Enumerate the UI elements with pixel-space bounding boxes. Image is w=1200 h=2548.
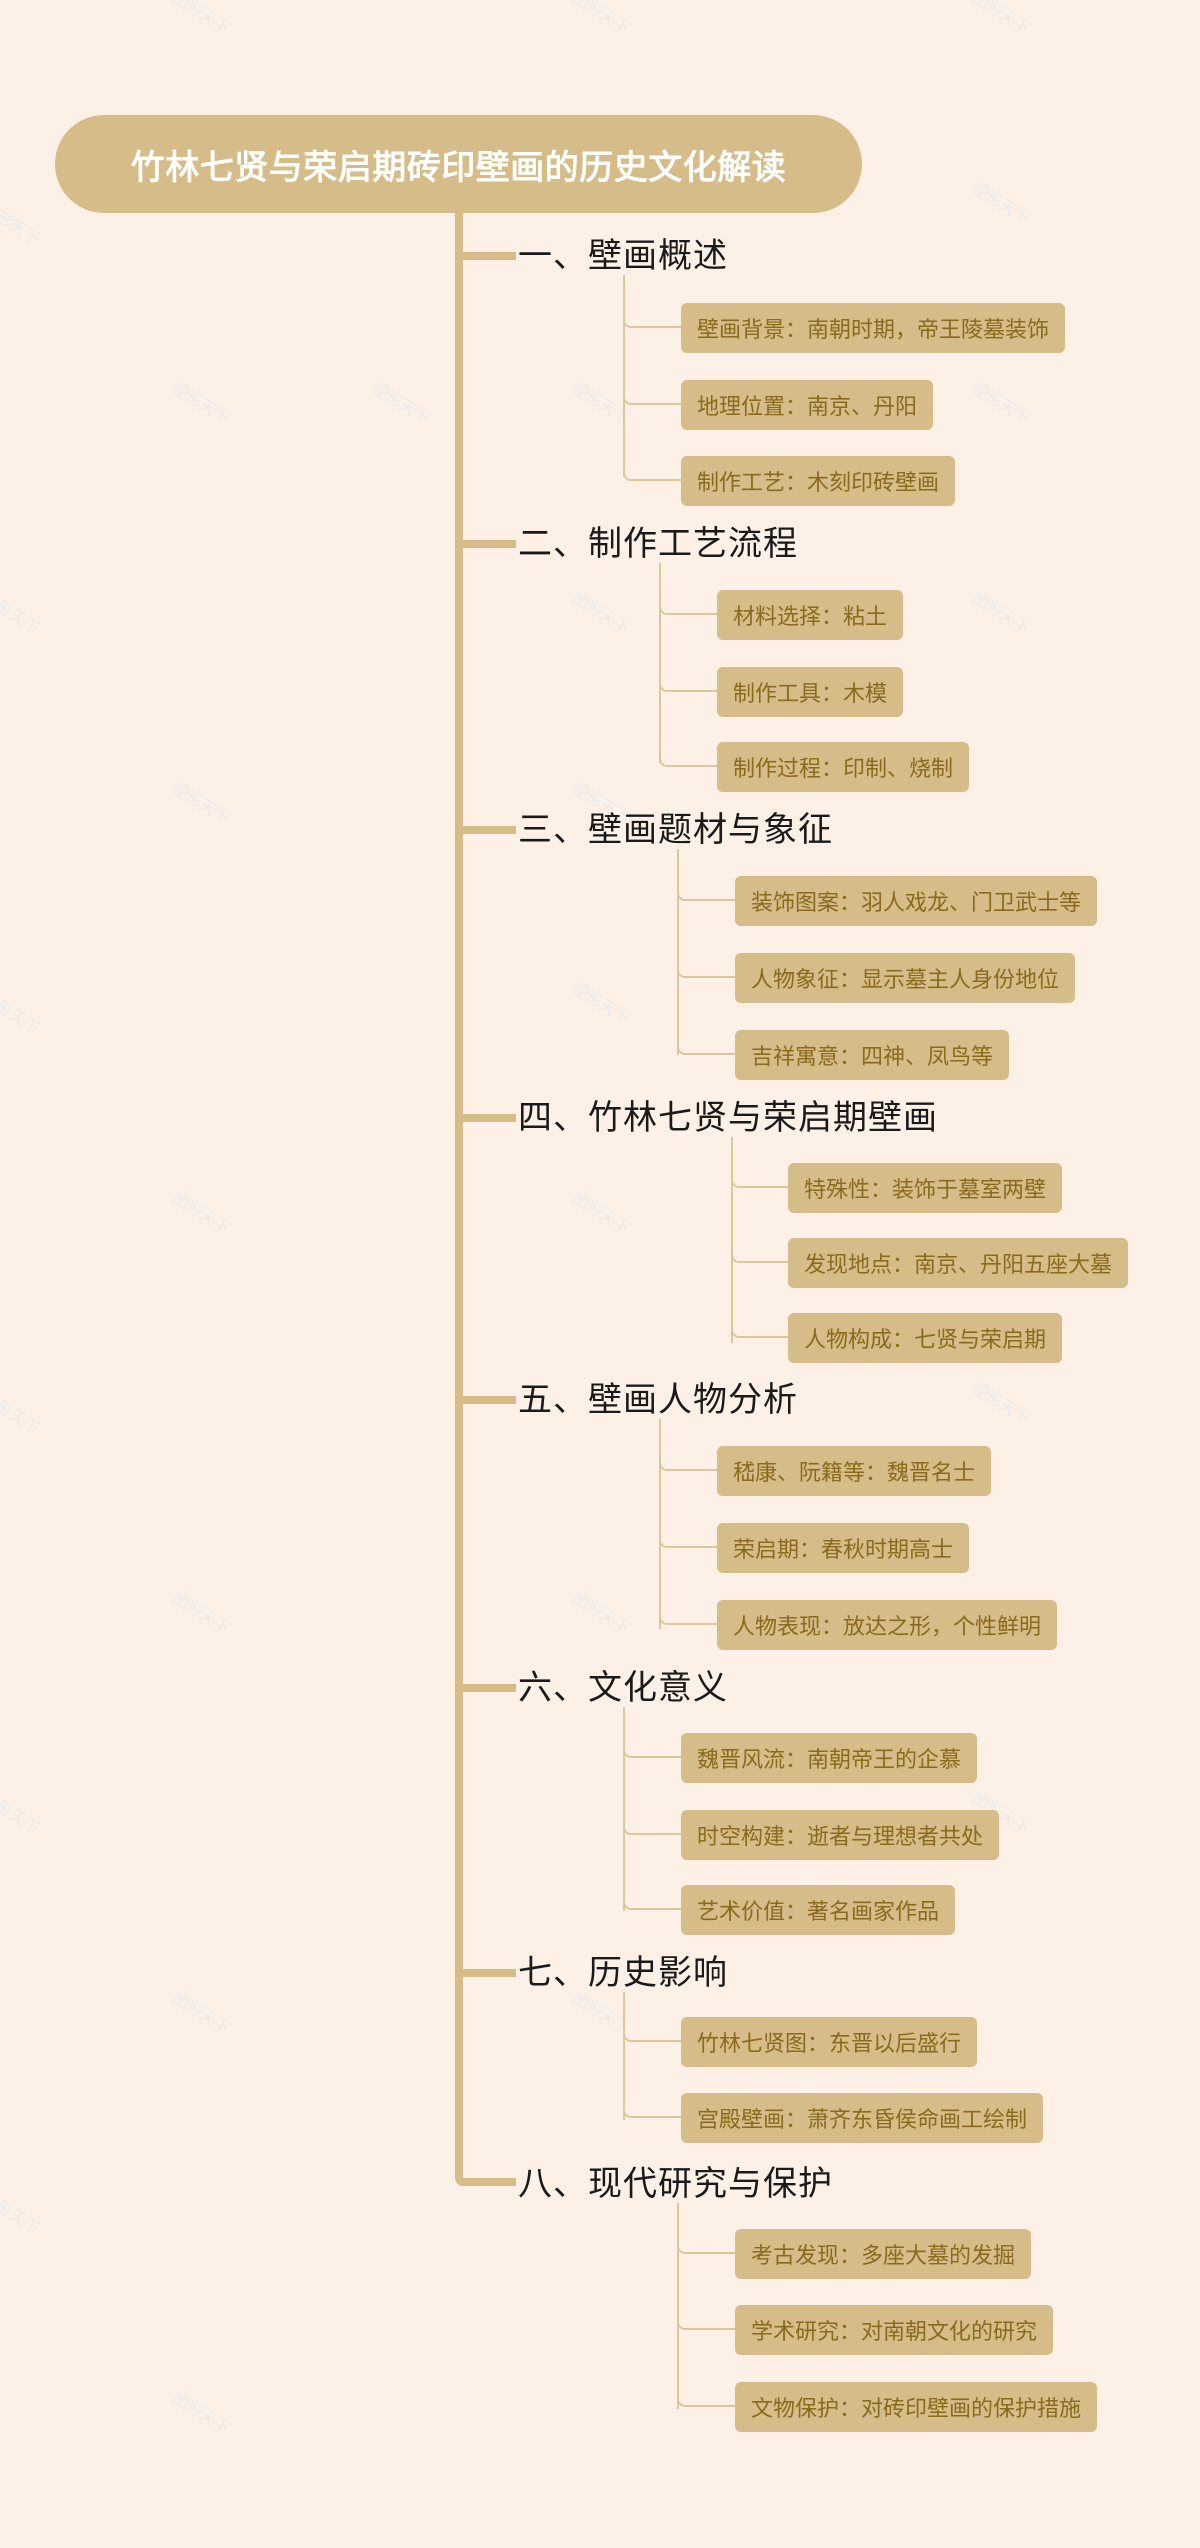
watermark: 图形天下 bbox=[969, 588, 1034, 639]
sub-connector-line bbox=[659, 563, 661, 763]
leaf-item[interactable]: 制作过程：印制、烧制 bbox=[717, 742, 970, 792]
watermark: 图形天下 bbox=[969, 1378, 1034, 1429]
leaf-item[interactable]: 人物表现：放达之形，个性鲜明 bbox=[717, 1600, 1058, 1650]
branch-connector bbox=[455, 1114, 516, 1122]
leaf-connector bbox=[623, 2034, 681, 2042]
branch-connector bbox=[455, 1969, 516, 1977]
leaf-connector bbox=[677, 1047, 735, 1055]
section-heading-4[interactable]: 四、竹林七贤与荣启期壁画 bbox=[518, 1098, 938, 1138]
leaf-item[interactable]: 魏晋风流：南朝帝王的企慕 bbox=[681, 1733, 978, 1783]
leaf-item[interactable]: 考古发现：多座大墓的发掘 bbox=[735, 2229, 1032, 2279]
watermark: 图形天下 bbox=[169, 0, 234, 39]
leaf-connector bbox=[659, 1617, 717, 1625]
leaf-item[interactable]: 地理位置：南京、丹阳 bbox=[681, 380, 934, 430]
branch-connector bbox=[455, 2178, 516, 2186]
leaf-item[interactable]: 特殊性：装饰于墓室两壁 bbox=[788, 1163, 1063, 1213]
leaf-connector bbox=[659, 1540, 717, 1548]
leaf-item[interactable]: 制作工具：木模 bbox=[717, 667, 904, 717]
watermark: 图形天下 bbox=[0, 1388, 44, 1439]
leaf-item[interactable]: 文物保护：对砖印壁画的保护措施 bbox=[735, 2382, 1098, 2432]
watermark: 图形天下 bbox=[569, 1188, 634, 1239]
leaf-connector bbox=[731, 1255, 788, 1263]
branch-connector bbox=[455, 540, 516, 548]
leaf-connector bbox=[623, 1902, 681, 1910]
sub-connector-line bbox=[623, 1707, 625, 1911]
watermark: 图形天下 bbox=[569, 588, 634, 639]
leaf-item[interactable]: 吉祥寓意：四神、凤鸟等 bbox=[735, 1030, 1010, 1080]
leaf-item[interactable]: 学术研究：对南朝文化的研究 bbox=[735, 2305, 1054, 2355]
leaf-item[interactable]: 嵇康、阮籍等：魏晋名士 bbox=[717, 1446, 992, 1496]
leaf-connector bbox=[659, 759, 717, 767]
leaf-connector bbox=[623, 1750, 681, 1758]
leaf-connector bbox=[731, 1180, 788, 1188]
watermark: 图形天下 bbox=[0, 2188, 44, 2239]
leaf-connector bbox=[659, 1463, 717, 1471]
leaf-item[interactable]: 材料选择：粘土 bbox=[717, 590, 904, 640]
watermark: 图形天下 bbox=[569, 1988, 634, 2039]
leaf-item[interactable]: 壁画背景：南朝时期，帝王陵墓装饰 bbox=[681, 303, 1066, 353]
sub-connector-line bbox=[677, 2203, 679, 2409]
watermark: 图形天下 bbox=[569, 0, 634, 39]
leaf-connector bbox=[677, 2399, 735, 2407]
leaf-item[interactable]: 宫殿壁画：萧齐东昏侯命画工绘制 bbox=[681, 2093, 1044, 2143]
leaf-item[interactable]: 人物构成：七贤与荣启期 bbox=[788, 1313, 1063, 1363]
section-heading-6[interactable]: 六、文化意义 bbox=[518, 1668, 728, 1708]
sub-connector-line bbox=[731, 1137, 733, 1343]
watermark: 图形天下 bbox=[169, 2388, 234, 2439]
leaf-item[interactable]: 荣启期：春秋时期高士 bbox=[717, 1523, 970, 1573]
sub-connector-line bbox=[677, 849, 679, 1055]
root-topic[interactable]: 竹林七贤与荣启期砖印壁画的历史文化解读 bbox=[55, 115, 862, 213]
watermark: 图形天下 bbox=[569, 978, 634, 1029]
leaf-connector bbox=[659, 684, 717, 692]
watermark: 图形天下 bbox=[169, 378, 234, 429]
branch-connector bbox=[455, 826, 516, 834]
leaf-connector bbox=[677, 2246, 735, 2254]
leaf-item[interactable]: 发现地点：南京、丹阳五座大墓 bbox=[788, 1238, 1129, 1288]
sub-connector-line bbox=[623, 275, 625, 477]
section-heading-7[interactable]: 七、历史影响 bbox=[518, 1953, 728, 1993]
section-heading-1[interactable]: 一、壁画概述 bbox=[518, 236, 728, 276]
section-heading-3[interactable]: 三、壁画题材与象征 bbox=[518, 810, 833, 850]
watermark: 图形天下 bbox=[0, 588, 44, 639]
leaf-connector bbox=[623, 473, 681, 481]
watermark: 图形天下 bbox=[169, 1188, 234, 1239]
leaf-connector bbox=[677, 970, 735, 978]
watermark: 图形天下 bbox=[969, 378, 1034, 429]
watermark: 图形天下 bbox=[169, 1588, 234, 1639]
watermark: 图形天下 bbox=[969, 0, 1034, 39]
watermark: 图形天下 bbox=[369, 378, 434, 429]
leaf-connector bbox=[623, 397, 681, 405]
section-heading-2[interactable]: 二、制作工艺流程 bbox=[518, 524, 798, 564]
watermark: 图形天下 bbox=[969, 178, 1034, 229]
leaf-item[interactable]: 艺术价值：著名画家作品 bbox=[681, 1885, 956, 1935]
watermark: 图形天下 bbox=[0, 988, 44, 1039]
branch-connector bbox=[455, 252, 516, 260]
watermark: 图形天下 bbox=[0, 1788, 44, 1839]
section-heading-5[interactable]: 五、壁画人物分析 bbox=[518, 1380, 798, 1420]
sub-connector-line bbox=[659, 1419, 661, 1629]
watermark: 图形天下 bbox=[169, 1988, 234, 2039]
leaf-connector bbox=[623, 320, 681, 328]
watermark: 图形天下 bbox=[569, 1588, 634, 1639]
leaf-connector bbox=[623, 2110, 681, 2118]
leaf-connector bbox=[677, 2322, 735, 2330]
leaf-connector bbox=[659, 607, 717, 615]
leaf-item[interactable]: 制作工艺：木刻印砖壁画 bbox=[681, 456, 956, 506]
sub-connector-line bbox=[623, 1992, 625, 2120]
leaf-item[interactable]: 人物象征：显示墓主人身份地位 bbox=[735, 953, 1076, 1003]
branch-connector bbox=[455, 1396, 516, 1404]
root-title: 竹林七贤与荣启期砖印壁画的历史文化解读 bbox=[130, 147, 787, 188]
leaf-item[interactable]: 时空构建：逝者与理想者共处 bbox=[681, 1810, 1000, 1860]
leaf-connector bbox=[677, 893, 735, 901]
watermark: 图形天下 bbox=[169, 778, 234, 829]
leaf-connector bbox=[731, 1330, 788, 1338]
leaf-item[interactable]: 竹林七贤图：东晋以后盛行 bbox=[681, 2017, 978, 2067]
main-trunk-line bbox=[455, 213, 463, 2178]
leaf-connector bbox=[623, 1827, 681, 1835]
watermark: 图形天下 bbox=[0, 198, 44, 249]
section-heading-8[interactable]: 八、现代研究与保护 bbox=[518, 2164, 833, 2204]
leaf-item[interactable]: 装饰图案：羽人戏龙、门卫武士等 bbox=[735, 876, 1098, 926]
branch-connector bbox=[455, 1684, 516, 1692]
